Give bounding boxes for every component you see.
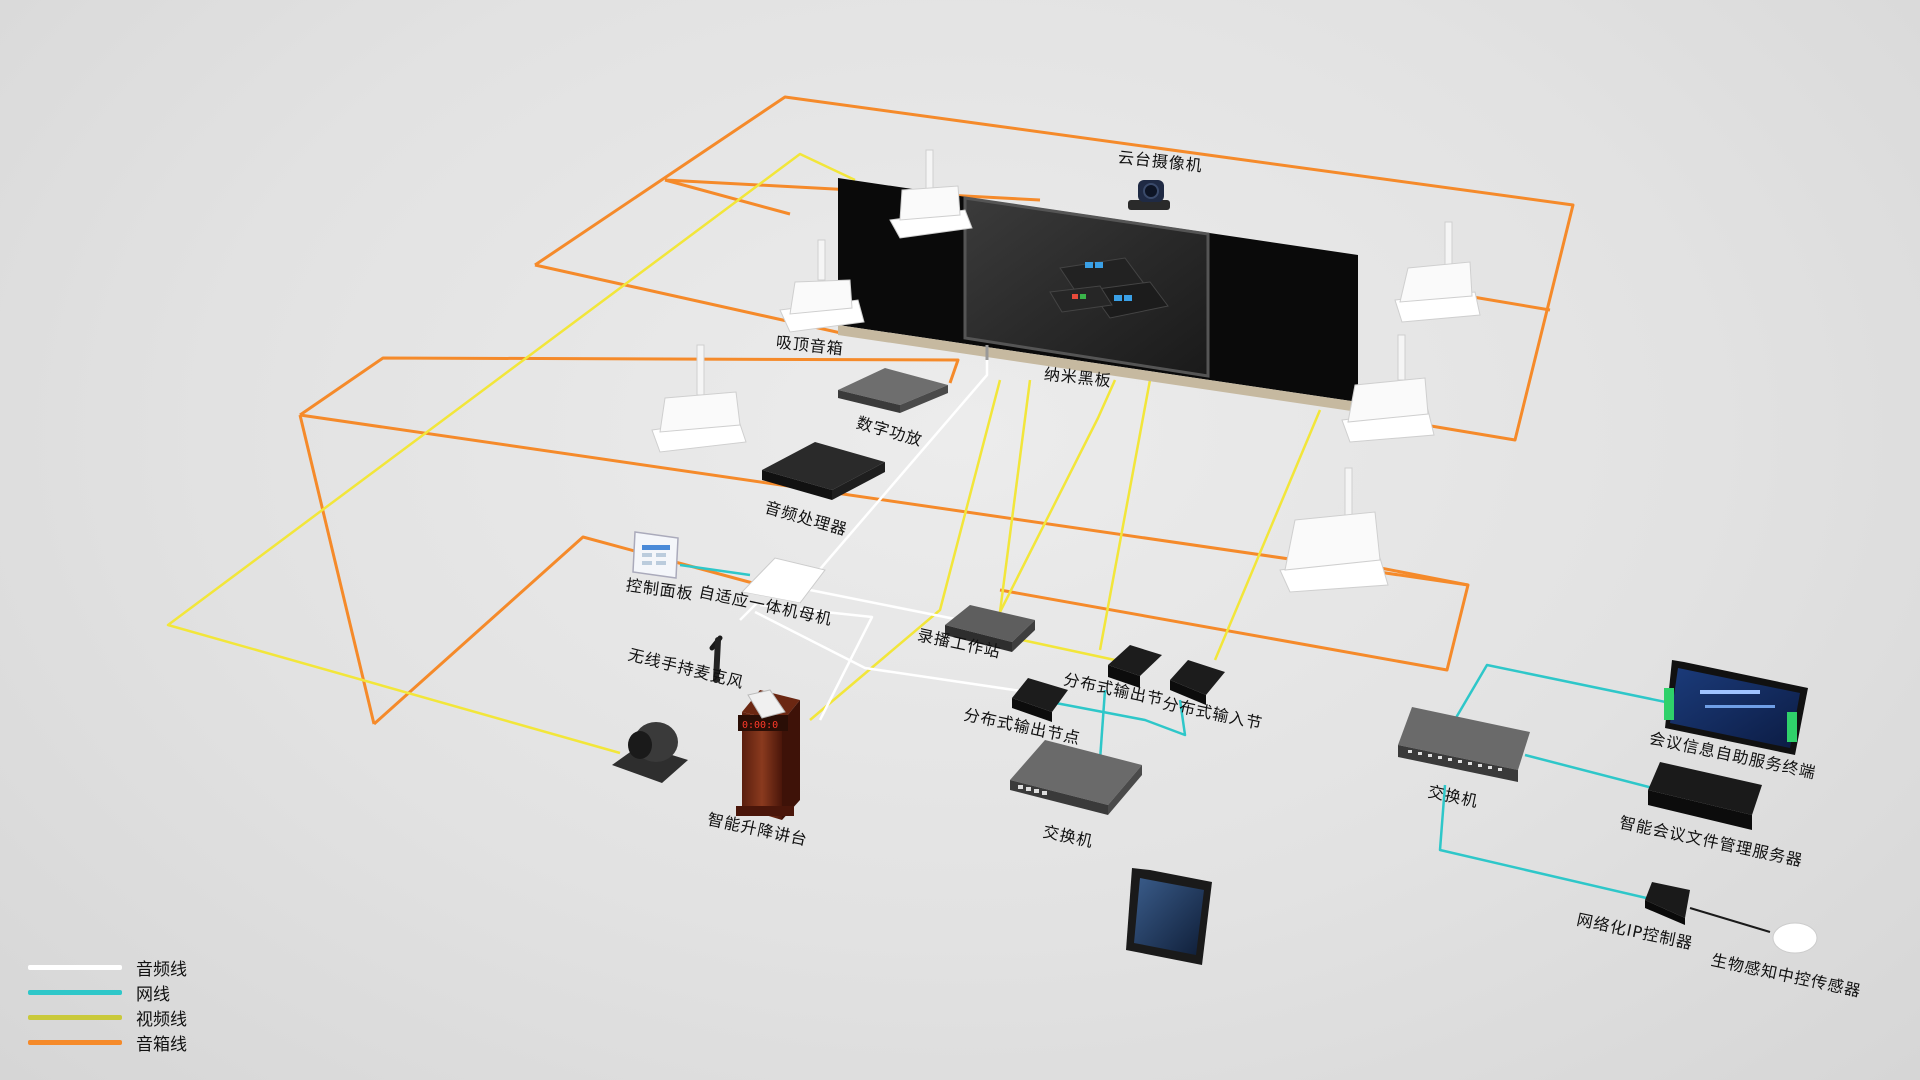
legend-item-speaker: 音箱线 — [28, 1030, 187, 1055]
control-panel — [632, 531, 679, 579]
bio-sensor — [1772, 922, 1818, 954]
meeting-info-terminal — [1664, 660, 1808, 755]
speaker-line-bottom-left — [372, 535, 761, 726]
network-line-switch — [1098, 689, 1107, 761]
legend-label-audio: 音频线 — [136, 960, 187, 980]
network-line-panel-host — [679, 563, 751, 577]
wireless-mic — [709, 635, 723, 683]
ceiling-speaker-icon — [889, 149, 973, 239]
nano-blackboard — [838, 178, 1358, 412]
board-screen-graphic — [1049, 257, 1169, 319]
legend-item-network: 网线 — [28, 980, 187, 1005]
video-line-board-rec — [998, 379, 1032, 613]
video-line-big-loop — [166, 152, 856, 755]
speaker-line-lower-loop — [299, 356, 960, 417]
video-line-rec-out — [1021, 638, 1116, 662]
distributed-node-output-2 — [1012, 678, 1068, 722]
ceiling-speakers — [651, 149, 1481, 593]
audio-line-host-out — [754, 610, 1049, 697]
ip-controller — [1645, 882, 1771, 933]
ptz-camera-bottom — [612, 722, 688, 783]
audio-line-board-host — [814, 355, 989, 576]
legend-label-network: 网线 — [136, 985, 170, 1005]
file-server — [1648, 762, 1762, 830]
legend-item-video: 视频线 — [28, 1005, 187, 1030]
speaker-line-lower-left — [298, 414, 376, 725]
ptz-camera-top — [1128, 180, 1170, 210]
switch-center — [1010, 740, 1142, 815]
legend-swatch-audio — [28, 965, 122, 970]
video-line-board-in — [1098, 379, 1152, 651]
adaptive-host — [740, 557, 826, 612]
switch-right — [1398, 707, 1530, 782]
ceiling-speaker-icon — [1394, 221, 1481, 323]
video-line-board-out1 — [998, 379, 1117, 613]
ceiling-speaker-icon — [651, 344, 747, 453]
network-line-nodes — [1039, 698, 1187, 737]
network-line-right-ctrl — [1438, 784, 1656, 902]
legend: 音频线 网线 视频线 音箱线 — [28, 955, 187, 1055]
podium-display: 0:00:0 — [742, 720, 778, 731]
smart-podium: 0:00:0 — [736, 689, 800, 820]
legend-swatch-video — [28, 1015, 122, 1020]
audio-line-host-rec — [809, 588, 961, 622]
speaker-line-top-loop — [534, 95, 1575, 442]
ceiling-speaker-icon — [1341, 334, 1435, 443]
digital-amplifier — [838, 368, 948, 413]
speaker-line-lower-long — [299, 413, 1470, 672]
legend-item-audio: 音频线 — [28, 955, 187, 980]
distributed-node-output-1 — [1108, 645, 1162, 688]
recording-workstation — [945, 605, 1035, 652]
audio-processor — [762, 442, 885, 500]
speaker-line-top-left — [664, 178, 791, 216]
speaker-line-top-right — [1472, 295, 1551, 312]
legend-label-speaker: 音箱线 — [136, 1035, 187, 1055]
ceiling-speaker-icon — [1279, 467, 1389, 593]
video-line-right — [1213, 409, 1322, 661]
legend-swatch-network — [28, 990, 122, 995]
legend-swatch-speaker — [28, 1040, 122, 1045]
distributed-node-input — [1170, 660, 1225, 705]
video-line-board-podium — [809, 379, 1002, 721]
tablet-device — [1126, 868, 1212, 965]
video-lines — [166, 152, 1322, 755]
legend-label-video: 视频线 — [136, 1010, 187, 1030]
ceiling-speaker-icon — [779, 239, 865, 333]
